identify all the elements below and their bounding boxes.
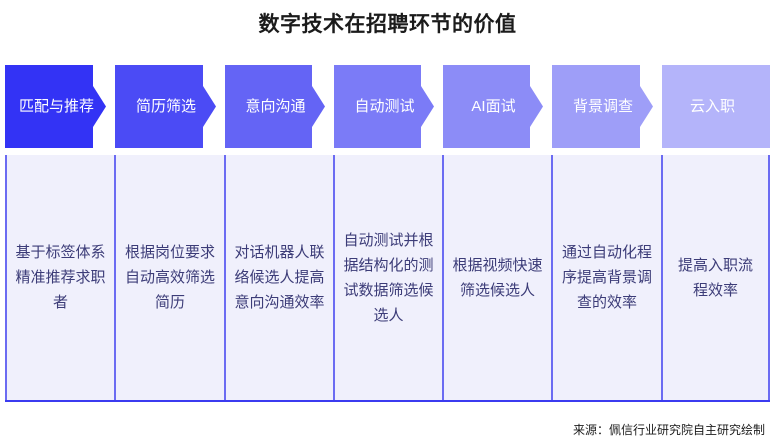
- stage-description-text: 对话机器人联络候选人提高意向沟通效率: [234, 244, 325, 311]
- stage-header-5[interactable]: AI面试: [442, 65, 552, 148]
- stage-description-cell-3: 对话机器人联络候选人提高意向沟通效率: [224, 155, 333, 400]
- stage-body-band: 提高入职流程效率通过自动化程序提高背景调查的效率根据视频快速筛选候选人自动测试并…: [5, 155, 770, 402]
- stage-description-cell-7: 提高入职流程效率: [661, 155, 770, 400]
- stage-header-1[interactable]: 匹配与推荐: [5, 65, 115, 148]
- stage-header-label: 云入职: [689, 97, 735, 115]
- stage-description-cell-6: 通过自动化程序提高背景调查的效率: [551, 155, 661, 400]
- stage-header-2[interactable]: 简历筛选: [114, 65, 225, 148]
- stage-header-4[interactable]: 自动测试: [333, 65, 443, 148]
- stage-description-cell-5: 根据视频快速筛选候选人: [442, 155, 551, 400]
- stage-header-3[interactable]: 意向沟通: [224, 65, 334, 148]
- stage-header-label: AI面试: [471, 97, 516, 115]
- stage-description-text: 根据岗位要求自动高效筛选简历: [124, 244, 215, 311]
- stage-header-label: 意向沟通: [245, 97, 306, 115]
- stage-header-label: 匹配与推荐: [18, 97, 94, 115]
- stage-description-text: 根据视频快速筛选候选人: [452, 256, 543, 299]
- stage-header-6[interactable]: 背景调查: [551, 65, 662, 148]
- chevron-right-icon: [203, 65, 225, 148]
- page-title: 数字技术在招聘环节的价值: [258, 13, 517, 36]
- source-note: 来源：佩信行业研究院自主研究绘制: [572, 423, 765, 437]
- stage-description-text: 通过自动化程序提高背景调查的效率: [561, 244, 652, 311]
- stage-description-cell-2: 根据岗位要求自动高效筛选简历: [114, 155, 224, 400]
- stage-description-cell-4: 自动测试并根据结构化的测试数据筛选候选人: [333, 155, 442, 400]
- chevron-right-icon: [530, 65, 552, 148]
- stage-header-band: 匹配与推荐 简历筛选 意向沟通 自动测试 AI面试 背景调查 云入职: [5, 65, 770, 148]
- stage-header-7[interactable]: 云入职: [661, 65, 770, 148]
- chevron-right-icon: [640, 65, 662, 148]
- stage-header-label: 背景调查: [572, 97, 633, 115]
- process-flow-diagram: 匹配与推荐 简历筛选 意向沟通 自动测试 AI面试 背景调查 云入职 提高入职流程效率通过自…: [5, 65, 770, 402]
- stage-description-text: 基于标签体系精准推荐求职者: [15, 244, 106, 311]
- stage-description-text: 自动测试并根据结构化的测试数据筛选候选人: [343, 231, 434, 324]
- chevron-right-icon: [421, 65, 443, 148]
- bottom-rule: [5, 400, 770, 402]
- chevron-right-icon: [312, 65, 334, 148]
- stage-description-text: 提高入职流程效率: [677, 256, 753, 299]
- stage-header-label: 自动测试: [354, 97, 415, 115]
- stage-header-label: 简历筛选: [135, 97, 196, 115]
- stage-description-cell-1: 基于标签体系精准推荐求职者: [5, 155, 114, 400]
